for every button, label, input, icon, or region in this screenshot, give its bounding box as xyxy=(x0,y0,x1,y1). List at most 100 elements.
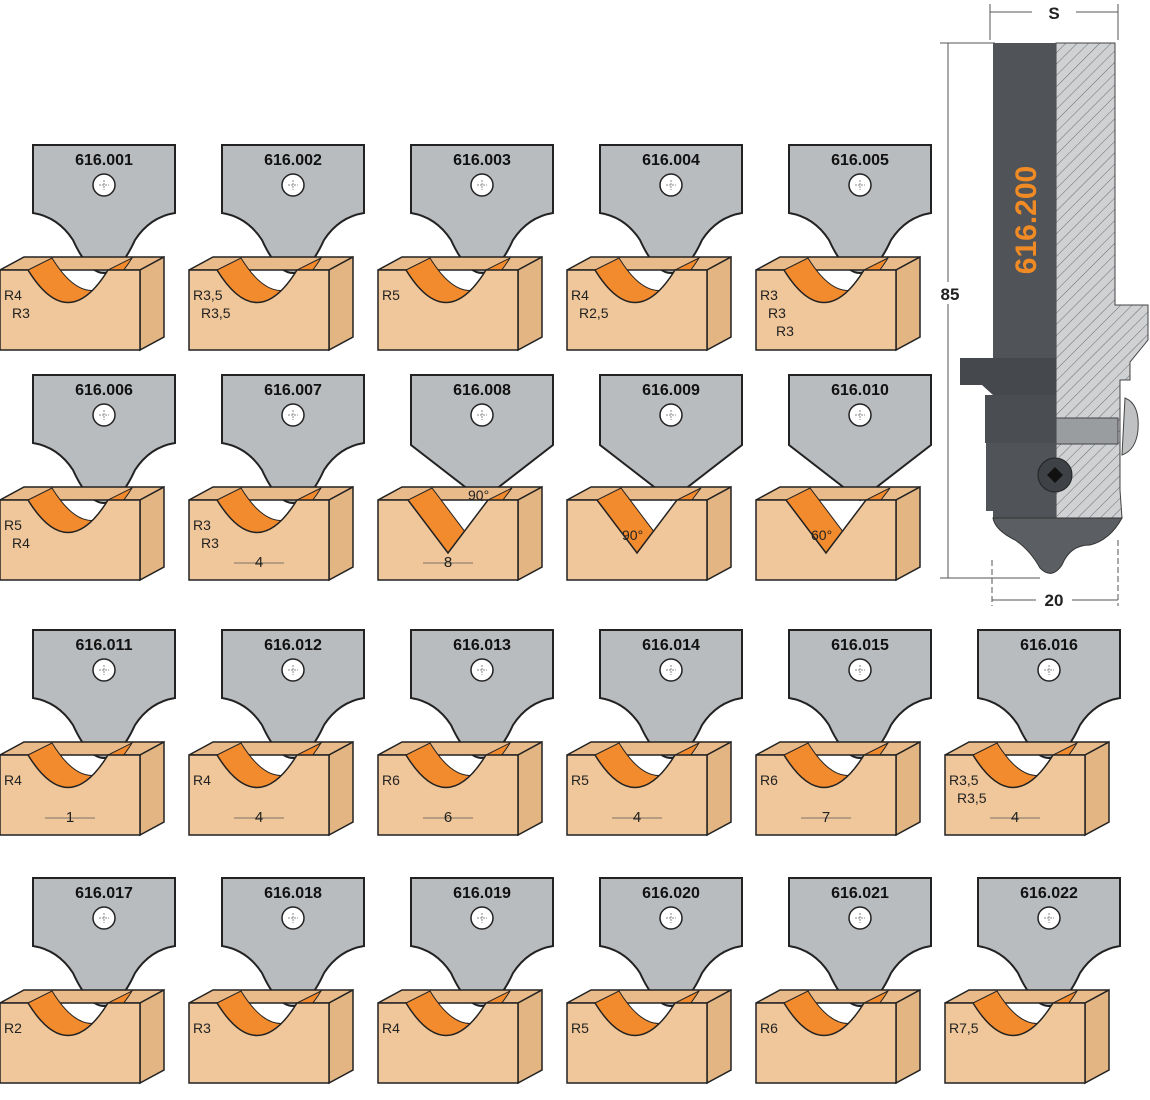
profile-code: 616.018 xyxy=(264,885,322,902)
holder-blade-tip xyxy=(992,517,1123,574)
blade-knife xyxy=(410,144,554,275)
profile-code: 616.019 xyxy=(453,885,511,902)
wood-side-face xyxy=(895,988,921,1085)
radius-label: R5 xyxy=(571,1020,589,1036)
wood-front-face xyxy=(377,499,519,581)
wood-front-face xyxy=(755,269,897,351)
wood-side-face xyxy=(517,988,543,1085)
radius-label: R5 xyxy=(382,287,400,303)
radius-label: R4 xyxy=(571,287,589,303)
wood-front-face xyxy=(188,754,330,836)
holder-code: 616.200 xyxy=(1010,166,1043,274)
radius-label: R6 xyxy=(760,1020,778,1036)
profile-code: 616.021 xyxy=(831,885,889,902)
wood-side-face xyxy=(895,485,921,582)
width-dimension-label: 6 xyxy=(444,809,452,826)
wood-front-face xyxy=(755,499,897,581)
radius-label: R4 xyxy=(193,772,211,788)
width-dimension-label: 1 xyxy=(66,809,74,826)
profile-code: 616.004 xyxy=(642,152,700,169)
wood-side-face xyxy=(1084,988,1110,1085)
blade-knife xyxy=(221,877,365,1008)
profile-code: 616.008 xyxy=(453,382,511,399)
wood-front-face xyxy=(755,754,897,836)
wood-top-face xyxy=(566,486,732,501)
wood-front-face xyxy=(0,754,141,836)
wood-front-face xyxy=(377,754,519,836)
profile-code: 616.017 xyxy=(75,885,133,902)
wood-front-face xyxy=(566,499,708,581)
radius-label: R7,5 xyxy=(949,1020,979,1036)
wood-side-face xyxy=(706,255,732,352)
profile-code: 616.022 xyxy=(1020,885,1078,902)
blade-knife xyxy=(599,374,743,502)
blade-knife xyxy=(599,629,743,760)
wood-side-face xyxy=(706,485,732,582)
wood-side-face xyxy=(328,255,354,352)
profile-code: 616.007 xyxy=(264,382,322,399)
wood-top-face xyxy=(188,256,354,271)
blade-knife xyxy=(221,144,365,275)
wood-side-face xyxy=(517,740,543,837)
width-dimension-label: 4 xyxy=(255,809,263,826)
holder-section-hatched xyxy=(1055,42,1149,519)
angle-label: 60° xyxy=(811,527,832,543)
angle-label: 90° xyxy=(468,487,489,503)
width-dimension-label: 4 xyxy=(633,809,641,826)
width-dimension-label: 7 xyxy=(822,809,830,826)
wood-top-face xyxy=(0,486,165,501)
wood-front-face xyxy=(755,1002,897,1084)
profile-code: 616.003 xyxy=(453,152,511,169)
wood-top-face xyxy=(755,486,921,501)
cutter-holder-drawing: S 85 20 616.200 xyxy=(936,2,1149,610)
blade-knife xyxy=(788,374,932,502)
profile-code: 616.002 xyxy=(264,152,322,169)
profile-code: 616.011 xyxy=(76,637,133,654)
blade-knife xyxy=(221,629,365,760)
wood-side-face xyxy=(328,988,354,1085)
radius-label: R5 xyxy=(571,772,589,788)
radius-label: R3 xyxy=(768,305,786,321)
profile-cell: 616.008 90° 8 xyxy=(377,374,554,582)
width-dimension-label: 4 xyxy=(255,554,263,571)
wood-front-face xyxy=(944,754,1086,836)
dim-height-label: 85 xyxy=(941,285,960,304)
wood-front-face xyxy=(0,499,141,581)
dim-diameter-label: 20 xyxy=(1045,591,1064,610)
profile-code: 616.012 xyxy=(264,637,322,654)
blade-knife xyxy=(32,144,176,275)
wood-top-face xyxy=(377,486,543,501)
radius-label: R3 xyxy=(12,305,30,321)
width-dimension-label: 8 xyxy=(444,554,452,571)
wood-side-face xyxy=(706,988,732,1085)
profile-cell: 616.010 60° xyxy=(755,374,932,582)
blade-knife xyxy=(788,629,932,760)
wood-top-face xyxy=(188,741,354,756)
profile-code: 616.010 xyxy=(831,382,889,399)
wood-top-face xyxy=(377,741,543,756)
radius-label: R2,5 xyxy=(579,305,609,321)
wood-top-face xyxy=(755,256,921,271)
radius-label: R4 xyxy=(12,535,30,551)
radius-label: R4 xyxy=(4,287,22,303)
radius-label: R3 xyxy=(193,517,211,533)
profile-code: 616.009 xyxy=(642,382,700,399)
radius-label: R2 xyxy=(4,1020,22,1036)
profile-code: 616.016 xyxy=(1020,637,1078,654)
wood-side-face xyxy=(139,255,165,352)
radius-label: R3,5 xyxy=(193,287,223,303)
blade-knife xyxy=(977,877,1121,1008)
blade-knife xyxy=(410,877,554,1008)
